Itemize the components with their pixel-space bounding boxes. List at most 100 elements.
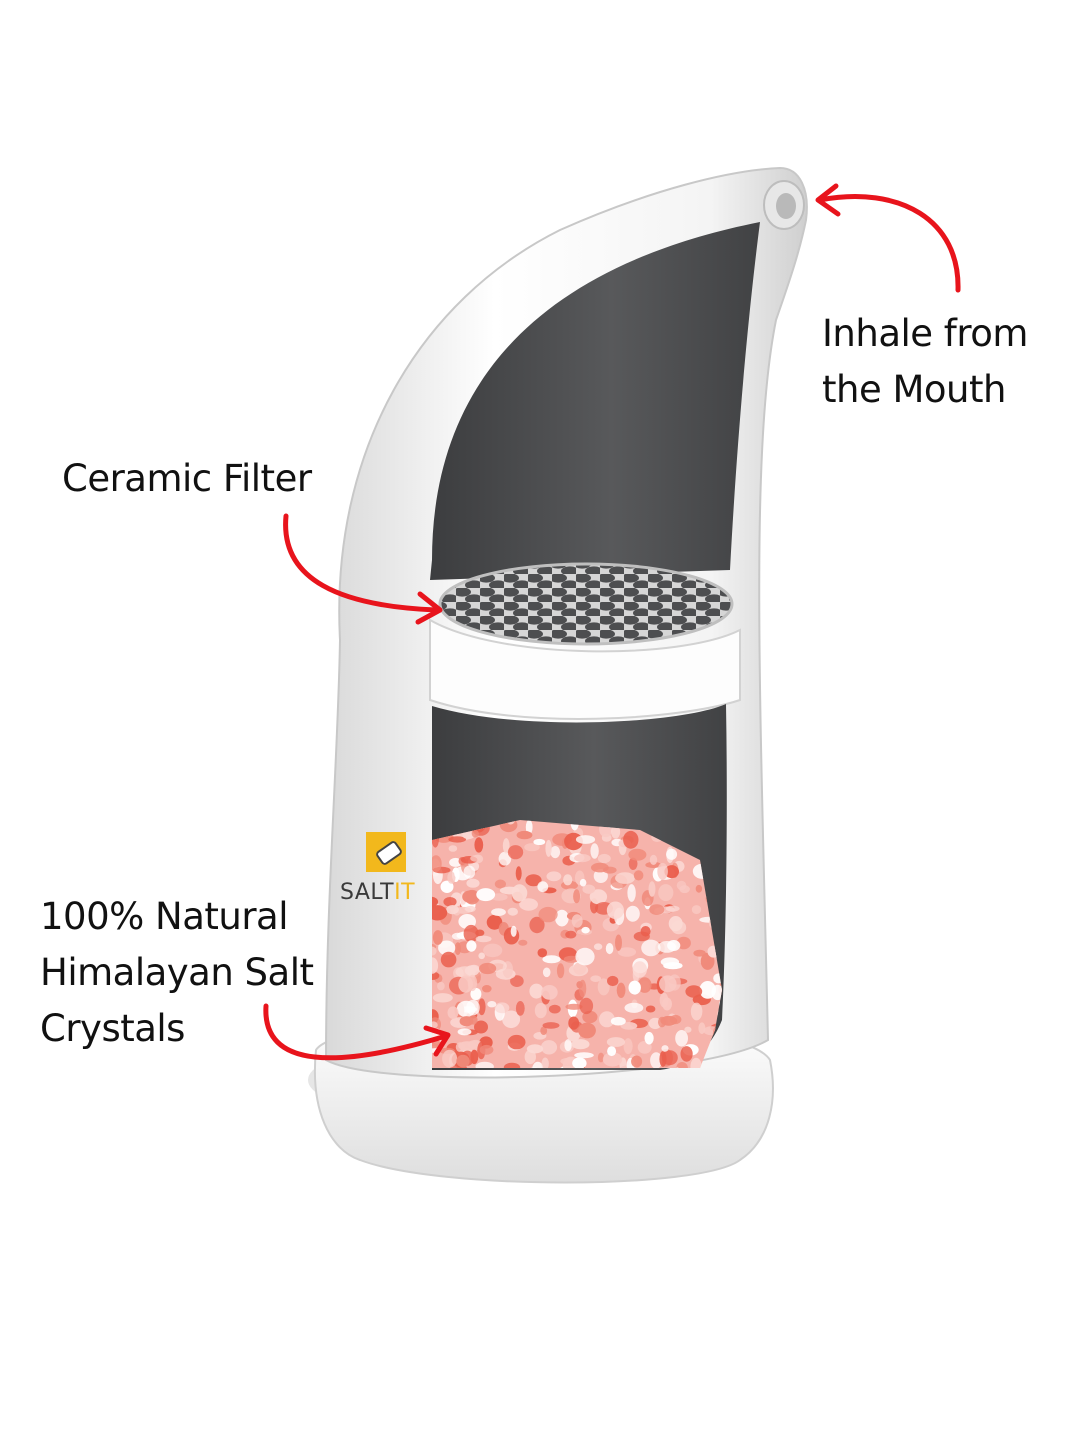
salt-grain	[661, 1050, 678, 1066]
salt-grain	[519, 898, 538, 911]
salt-grain	[610, 1016, 626, 1026]
salt-grain	[680, 1046, 693, 1062]
salt-grain	[649, 854, 658, 866]
logo-word-it: IT	[394, 880, 416, 905]
salt-grain	[494, 1002, 510, 1014]
salt-grain	[456, 1054, 470, 1068]
salt-grain	[611, 825, 621, 839]
salt-grain	[502, 1010, 521, 1029]
salt-grain	[641, 939, 661, 957]
salt-grain	[605, 943, 614, 955]
salt-grain	[507, 1034, 526, 1050]
label-line: Inhale from	[822, 312, 1028, 355]
salt-grain	[616, 982, 626, 998]
upper-chamber-cutaway	[430, 222, 760, 580]
salt-grain	[529, 983, 544, 999]
salt-grain	[546, 871, 562, 882]
himalayan-salt-crystals	[432, 820, 722, 1068]
salt-grain	[432, 993, 453, 1003]
salt-grain	[695, 884, 703, 893]
salt-grain	[482, 985, 492, 993]
salt-grain	[532, 1061, 544, 1068]
salt-grain	[563, 955, 580, 963]
salt-grain	[515, 866, 522, 881]
salt-grain	[664, 865, 679, 879]
salt-grain	[603, 866, 617, 874]
salt-grain	[518, 939, 528, 946]
salt-grain	[565, 930, 577, 939]
salt-grain	[486, 914, 503, 930]
salt-grain	[534, 1002, 547, 1019]
salt-grain	[579, 878, 587, 887]
salt-grain	[582, 884, 596, 894]
salt-grain	[624, 1002, 644, 1013]
label-line: 100% Natural	[40, 895, 289, 938]
salt-grain	[690, 1002, 703, 1021]
salt-grain	[479, 1044, 494, 1055]
salt-grain	[464, 965, 480, 976]
salt-grain	[476, 888, 496, 902]
salt-grain	[668, 974, 681, 991]
salt-grain	[448, 845, 458, 852]
salt-grain	[590, 843, 599, 859]
salt-grain	[676, 1062, 688, 1068]
salt-grain	[574, 1052, 594, 1059]
salt-grain	[491, 908, 506, 916]
salt-grain	[432, 1021, 438, 1029]
salt-grain	[437, 981, 445, 991]
salt-grain	[540, 1026, 548, 1035]
salt-grain	[661, 1045, 669, 1052]
salt-grain	[432, 957, 439, 974]
salt-grain	[432, 855, 442, 872]
salt-grain	[479, 962, 497, 975]
salt-grain	[432, 1039, 442, 1049]
salt-grain	[644, 1031, 654, 1045]
salt-grain	[487, 1001, 497, 1008]
salt-grain	[668, 916, 683, 932]
salt-grain	[448, 836, 467, 843]
label-inhale-from-mouth: Inhale from the Mouth	[822, 306, 1028, 418]
salt-grain	[593, 869, 608, 883]
salt-grain	[575, 947, 595, 966]
salt-grain	[556, 963, 565, 979]
salt-grain	[542, 955, 561, 964]
salt-grain	[478, 998, 486, 1016]
salt-grain	[498, 851, 512, 866]
salt-grain	[593, 943, 603, 950]
salt-grain	[440, 880, 454, 893]
salt-grain	[563, 874, 573, 886]
salt-grain	[524, 843, 540, 852]
salt-grain	[628, 980, 641, 995]
salt-grain	[645, 1005, 656, 1013]
salt-grain	[650, 1052, 663, 1068]
salt-grain	[451, 932, 464, 940]
salt-grain	[657, 862, 668, 880]
salt-grain	[507, 845, 524, 860]
salt-grain	[590, 975, 602, 982]
salt-grain	[574, 854, 591, 863]
salt-grain	[548, 1004, 561, 1014]
salt-grain	[658, 884, 674, 902]
label-line: Himalayan Salt	[40, 951, 314, 994]
salt-grain	[607, 1046, 617, 1057]
salt-grain	[573, 889, 581, 904]
salt-grain	[440, 951, 457, 968]
logo-word-salt: SALT	[340, 880, 395, 905]
salt-grain	[466, 878, 480, 888]
arrow-mouth	[817, 194, 961, 293]
salt-grain	[469, 1015, 478, 1025]
salt-grain	[564, 1039, 572, 1052]
salt-grain	[470, 855, 482, 862]
salt-grain	[623, 830, 639, 849]
salt-grain	[537, 881, 549, 893]
salt-grain	[597, 978, 610, 996]
salt-grain	[623, 1038, 633, 1055]
salt-grain	[503, 1062, 521, 1068]
salt-grain	[659, 992, 669, 1008]
salt-grain	[525, 874, 542, 887]
salt-grain	[516, 830, 533, 840]
salt-grain	[632, 961, 647, 978]
salt-grain	[627, 884, 636, 902]
salt-grain	[507, 907, 518, 916]
salt-grain	[529, 916, 545, 934]
